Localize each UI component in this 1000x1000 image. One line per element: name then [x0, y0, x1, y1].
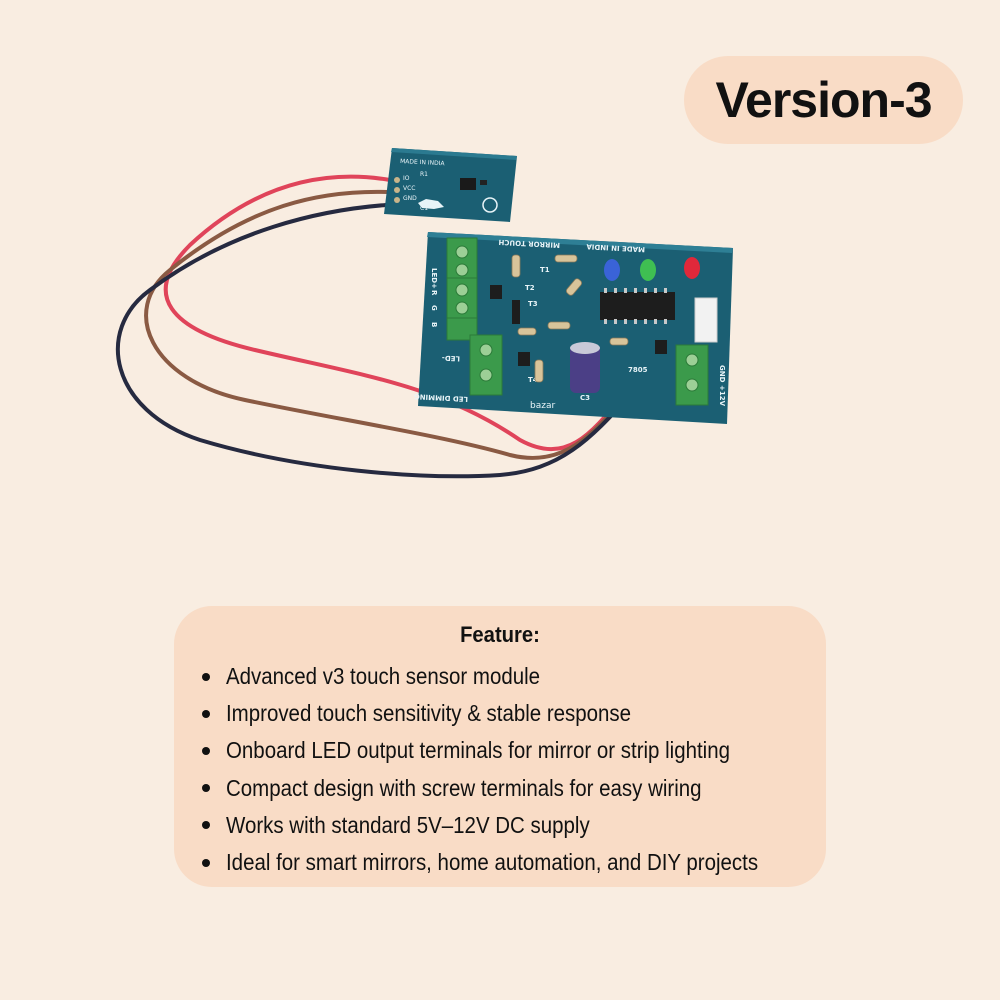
board-label-g: G [430, 305, 438, 311]
feature-text: Compact design with screw terminals for … [226, 774, 702, 801]
feature-item: Compact design with screw terminals for … [202, 770, 826, 807]
transistors [490, 285, 667, 366]
sensor-label-io: IO [403, 175, 410, 182]
controller-board: MIRROR TOUCH MADE IN INDIA LED+ R G B LE… [414, 232, 733, 424]
board-label-r: R [430, 290, 438, 296]
bullet-icon [202, 858, 210, 867]
feature-text: Advanced v3 touch sensor module [226, 663, 541, 689]
board-label-led-plus: LED+ [430, 268, 438, 289]
sensor-label-vcc: VCC [403, 185, 415, 192]
feature-text: Onboard LED output terminals for mirror … [226, 737, 731, 764]
sensor-label-c1: C1 [420, 205, 428, 212]
board-label-7805: 7805 [628, 366, 648, 374]
wire-connector [694, 297, 718, 343]
version-label: Version-3 [715, 72, 932, 128]
feature-title: Feature: [460, 622, 540, 647]
feature-item: Advanced v3 touch sensor module [202, 658, 826, 695]
product-photo: MADE IN INDIA IO VCC GND R1 C1 MIRROR TO… [115, 148, 733, 479]
board-label-made-in-india: MADE IN INDIA [586, 242, 646, 253]
sensor-label-r1: R1 [420, 171, 428, 178]
status-leds [604, 257, 700, 281]
sensor-label-made-in-india: MADE IN INDIA [400, 158, 446, 167]
feature-list: Advanced v3 touch sensor module Improved… [202, 658, 826, 881]
bullet-icon [202, 672, 210, 681]
board-label-c3: C3 [580, 394, 590, 402]
version-badge: Version-3 [684, 56, 963, 144]
resistors [511, 254, 629, 383]
feature-text: Improved touch sensitivity & stable resp… [226, 700, 632, 727]
board-label-t1: T1 [540, 266, 550, 274]
feature-item: Improved touch sensitivity & stable resp… [202, 695, 826, 732]
terminal-screws [455, 245, 699, 392]
feature-text: Works with standard 5V–12V DC supply [226, 811, 590, 838]
board-label-t2: T2 [525, 284, 535, 292]
board-label-t4: T4 [528, 376, 538, 384]
bullet-icon [202, 784, 210, 793]
board-label-t3: T3 [528, 300, 538, 308]
feature-item: Works with standard 5V–12V DC supply [202, 807, 826, 844]
board-label-led-dimming: LED DIMMING [414, 392, 469, 403]
bullet-icon [202, 746, 210, 755]
board-label-mirror-touch: MIRROR TOUCH [498, 238, 560, 249]
feature-panel: Feature: Advanced v3 touch sensor module… [174, 606, 826, 887]
feature-item: Onboard LED output terminals for mirror … [202, 732, 826, 769]
board-label-gnd: GND [718, 365, 726, 383]
sensor-label-gnd: GND [403, 195, 417, 202]
board-label-12v: +12V [718, 385, 726, 407]
board-label-led-minus: LED- [442, 354, 461, 363]
touch-sensor-board: MADE IN INDIA IO VCC GND R1 C1 [384, 148, 517, 222]
feature-text: Ideal for smart mirrors, home automation… [226, 848, 759, 875]
bullet-icon [202, 821, 210, 830]
capacitor [570, 342, 600, 393]
feature-item: Ideal for smart mirrors, home automation… [202, 844, 826, 881]
brand-mark: bazar [530, 401, 555, 411]
board-label-b: B [430, 322, 438, 327]
bullet-icon [202, 709, 210, 718]
ic-chip [600, 292, 675, 320]
